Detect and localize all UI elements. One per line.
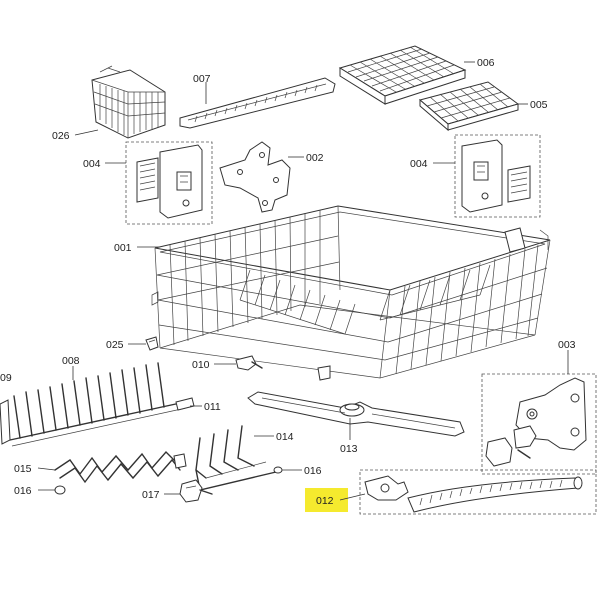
label-001: 001 bbox=[114, 242, 132, 254]
part-010-connector[interactable] bbox=[235, 355, 263, 371]
part-007-rail[interactable] bbox=[179, 77, 336, 129]
label-017: 017 bbox=[142, 489, 160, 501]
part-016-stopper-right[interactable] bbox=[273, 466, 283, 474]
label-009: 09 bbox=[0, 372, 12, 384]
label-014: 014 bbox=[276, 431, 294, 443]
leader-026 bbox=[74, 129, 99, 136]
part-013-spray-arm[interactable] bbox=[247, 391, 465, 437]
leader-015 bbox=[37, 467, 56, 471]
label-013: 013 bbox=[340, 443, 358, 455]
label-005: 005 bbox=[530, 99, 548, 111]
label-016-left: 016 bbox=[14, 485, 32, 497]
part-005-rack-insert[interactable] bbox=[418, 81, 520, 132]
label-012: 012 bbox=[316, 495, 334, 507]
part-015-wire-clip[interactable] bbox=[54, 450, 187, 484]
label-026: 026 bbox=[52, 130, 70, 142]
part-001-upper-basket[interactable] bbox=[151, 205, 551, 379]
part-026-cutlery-basket[interactable] bbox=[91, 65, 166, 139]
label-008: 008 bbox=[62, 355, 80, 367]
part-008-tine-row[interactable] bbox=[9, 362, 195, 447]
part-003-side-assembly[interactable] bbox=[485, 377, 587, 467]
part-009-clip[interactable] bbox=[0, 399, 11, 445]
part-004-left-holder[interactable] bbox=[136, 144, 203, 219]
label-016-right: 016 bbox=[304, 465, 322, 477]
label-004-left: 004 bbox=[83, 158, 101, 170]
label-015: 015 bbox=[14, 463, 32, 475]
label-010: 010 bbox=[192, 359, 210, 371]
part-004-right-holder[interactable] bbox=[461, 139, 531, 213]
part-025-clip[interactable] bbox=[145, 336, 159, 351]
group-012 bbox=[359, 469, 597, 515]
label-003: 003 bbox=[558, 339, 576, 351]
group-004-right bbox=[454, 134, 541, 218]
part-002-bracket[interactable] bbox=[219, 141, 291, 213]
label-025: 025 bbox=[106, 339, 124, 351]
group-003 bbox=[481, 373, 597, 475]
label-004-right: 004 bbox=[410, 158, 428, 170]
leader-012 bbox=[339, 493, 366, 501]
group-004-left bbox=[125, 141, 213, 225]
label-002: 002 bbox=[306, 152, 324, 164]
part-small-cup[interactable] bbox=[317, 365, 331, 381]
part-017-holder[interactable] bbox=[179, 479, 213, 503]
part-016-stopper-left[interactable] bbox=[54, 485, 66, 495]
label-006: 006 bbox=[477, 57, 495, 69]
label-011: 011 bbox=[204, 401, 221, 413]
part-012-spray-arm-pipe[interactable] bbox=[364, 475, 583, 513]
part-006-rack-insert[interactable] bbox=[338, 45, 467, 105]
label-007: 007 bbox=[193, 73, 211, 85]
